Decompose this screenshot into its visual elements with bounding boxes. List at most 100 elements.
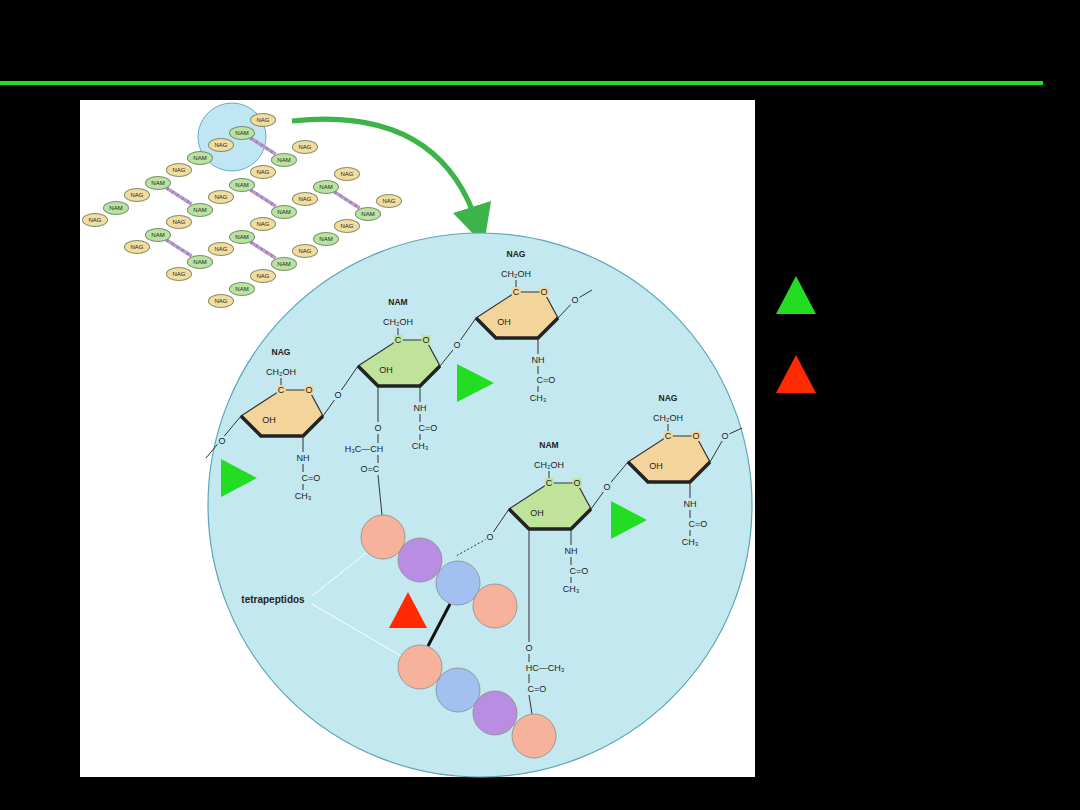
peptide-bridge [166, 240, 191, 256]
sugar-name: NAM [193, 259, 206, 265]
sugar-heading: NAG [271, 347, 292, 357]
chem-label: O [485, 532, 494, 542]
drawing-part [473, 584, 517, 628]
drawing-part [558, 290, 592, 318]
sugar-name: NAG [340, 171, 353, 177]
sugar-ellipse: NAG [334, 167, 360, 181]
drawing-part [776, 355, 816, 393]
sugar-name: NAM [361, 211, 374, 217]
chem-label: OH [261, 415, 277, 425]
bridge-stroke [334, 192, 359, 208]
chem-label: C=O [536, 375, 557, 385]
figure-panel [80, 100, 755, 777]
sugar-ellipse: NAM [313, 232, 339, 246]
sugar-name: NAM [277, 261, 290, 267]
drawing-part [457, 364, 494, 402]
sugar-ellipse: NAM [313, 180, 339, 194]
chem-label: CH₂OH [500, 269, 532, 279]
chem-label: O [539, 287, 548, 297]
bridge-stroke [250, 242, 275, 258]
chem-label: CH₃ [562, 584, 581, 594]
sugar-name: NAG [214, 194, 227, 200]
drawing-part [378, 455, 379, 463]
bridge-stroke [166, 188, 191, 204]
sugar-ellipse: NAG [250, 165, 276, 179]
leader-lines [312, 553, 401, 656]
chem-label: NH [564, 546, 579, 556]
sugar-name: NAG [214, 142, 227, 148]
peptide-chains [361, 515, 556, 758]
drawing-part [398, 645, 442, 689]
sugar-name: NAG [130, 192, 143, 198]
sugar-name: NAM [151, 232, 164, 238]
drawing-part [710, 428, 742, 462]
chem-label: O [421, 335, 430, 345]
drawing-part [611, 501, 647, 539]
chem-label: C=O [301, 473, 322, 483]
drawing-part [358, 328, 440, 440]
sugar-ellipse: NAG [166, 267, 192, 281]
drawing-part [312, 604, 401, 656]
chem-label: C=O [527, 684, 548, 694]
bridge-stroke [166, 240, 191, 256]
drawing-part [436, 561, 480, 605]
chem-label: O [691, 431, 700, 441]
sugar-ellipse: NAM [271, 205, 297, 219]
chem-label: CH₂OH [533, 460, 565, 470]
sugar-ellipse: NAM [187, 203, 213, 217]
chem-label: NH [296, 453, 311, 463]
sugar-name: NAG [88, 217, 101, 223]
drawing-part [440, 318, 476, 366]
sugar-ellipse: NAG [208, 190, 234, 204]
drawing-part [529, 529, 530, 642]
sugar-heading: NAM [538, 440, 559, 450]
drawing-part [512, 714, 556, 758]
sugar-ellipse: NAG [250, 217, 276, 231]
sugar-heading: NAG [506, 249, 527, 259]
sugar-ellipse: NAM [187, 255, 213, 269]
peptide-bridge [250, 190, 275, 206]
chem-label: O [524, 643, 533, 653]
zoom-circle [208, 233, 752, 777]
drawing-part [473, 691, 517, 735]
chem-label: NH [413, 403, 428, 413]
sugar-name: NAM [109, 205, 122, 211]
sugar-name: NAM [235, 286, 248, 292]
sugar-ellipse: NAM [229, 126, 255, 140]
chem-label: O [570, 295, 579, 305]
sugar-name: NAG [172, 219, 185, 225]
sugar-ellipse: NAG [292, 192, 318, 206]
drawing-part [378, 475, 382, 515]
peptide-bridge [334, 192, 359, 208]
drawing-part [398, 538, 442, 582]
sugar-heading: NAM [387, 297, 408, 307]
sugar-name: NAM [319, 236, 332, 242]
chem-label: O [720, 431, 729, 441]
sugar-name: NAG [298, 144, 311, 150]
part-label: tetrapeptidos [240, 595, 305, 605]
peptide-bridge [250, 242, 275, 258]
drawing-part [529, 674, 530, 683]
glycosidic-bonds [206, 290, 742, 556]
sugar-ellipse: NAG [208, 138, 234, 152]
sugar-name: NAG [298, 248, 311, 254]
sugar-name: NAG [256, 117, 269, 123]
drawing-part [206, 416, 241, 458]
drawing-part [323, 366, 358, 416]
sugar-name: NAG [172, 167, 185, 173]
marker-key [776, 276, 816, 393]
chem-label: C=O [418, 423, 439, 433]
drawing-part [436, 668, 480, 712]
sugar-name: NAM [235, 182, 248, 188]
sugar-ellipse: NAM [103, 201, 129, 215]
drawing-part [221, 459, 257, 497]
sugar-ellipse: NAG [376, 194, 402, 208]
chem-label: C [512, 287, 521, 297]
chem-label: O [304, 385, 313, 395]
sugar-ellipse: NAG [166, 163, 192, 177]
chem-label: OH [378, 365, 394, 375]
sugar-ellipse: NAG [124, 240, 150, 254]
drawing-part [378, 386, 379, 422]
